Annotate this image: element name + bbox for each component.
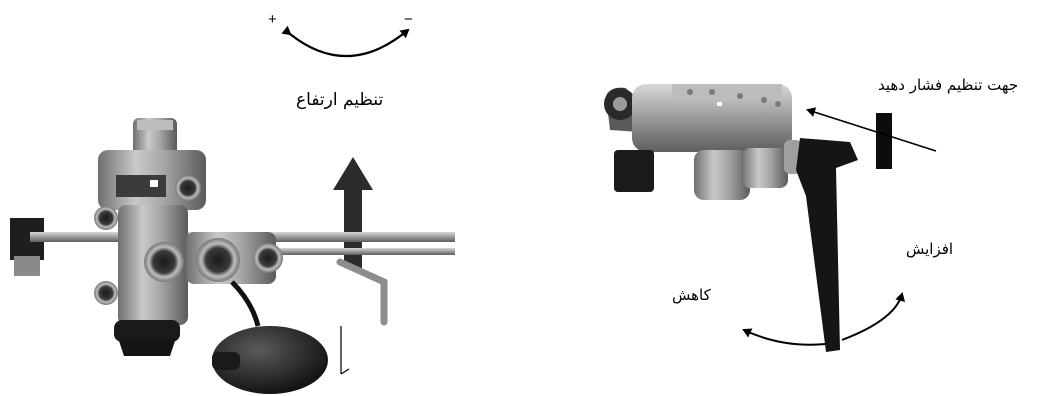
height-adjust-label: تنظیم ارتفاع: [296, 90, 383, 110]
increase-curved-arrow: [842, 294, 902, 340]
increase-label: افزایش: [906, 240, 953, 258]
pressure-adjust-label: جهت تنظیم فشار دهید: [878, 76, 1018, 94]
height-adjust-curved-arrow: [290, 30, 408, 56]
decrease-curved-arrow: [744, 330, 826, 345]
decrease-label: کاهش: [672, 286, 711, 304]
pressure-valve-image: [604, 84, 936, 352]
plus-sign: +: [268, 12, 277, 27]
leveling-valve-image: [10, 118, 455, 394]
minus-sign: −: [404, 12, 413, 27]
